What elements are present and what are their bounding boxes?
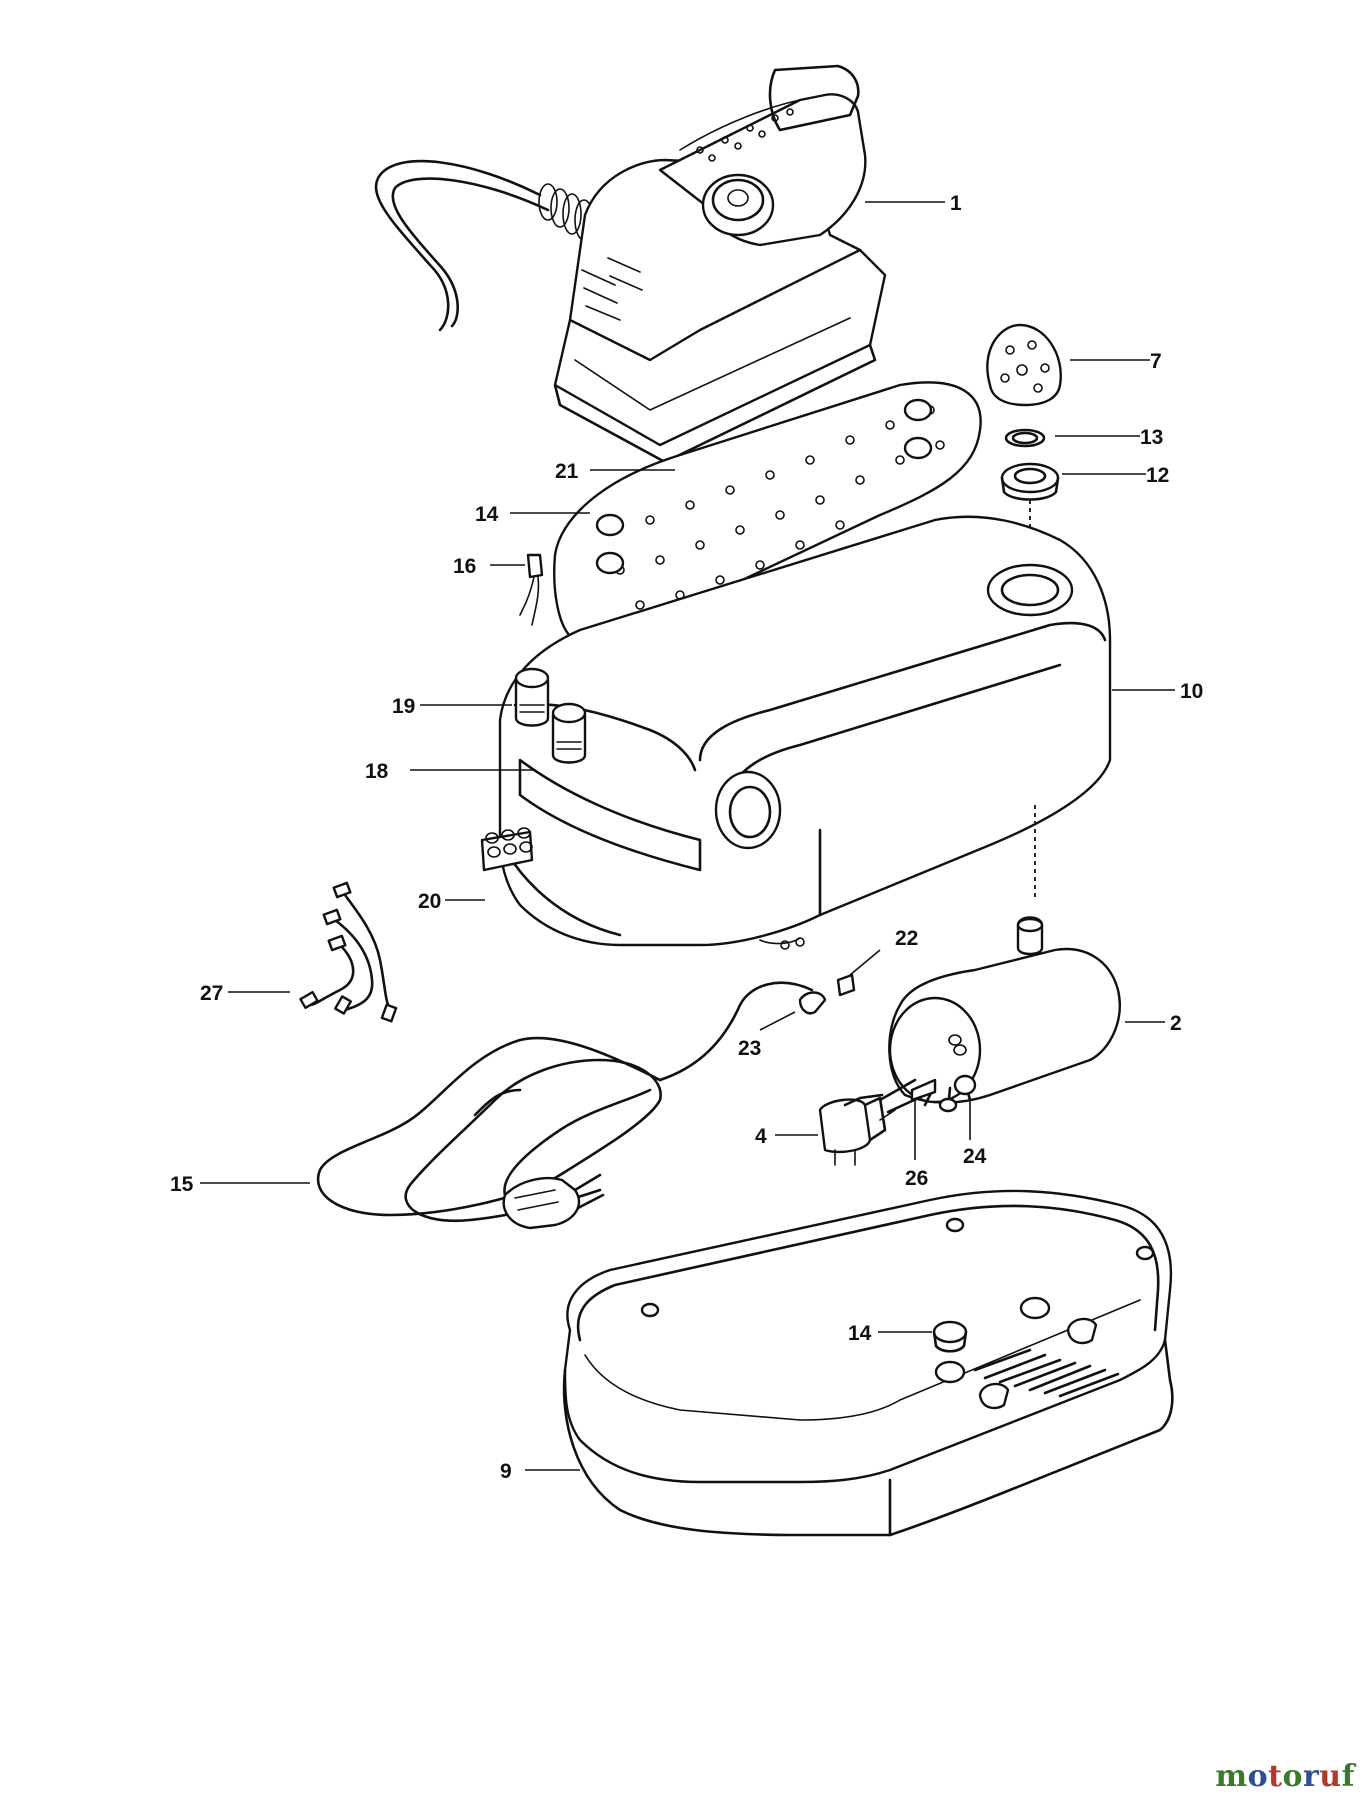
cable-clips	[798, 973, 856, 1015]
callout-14a: 14	[475, 503, 499, 526]
callout-9: 9	[500, 1460, 512, 1483]
watermark-letter: o	[1247, 1759, 1269, 1794]
watermark-letter: m	[1215, 1759, 1248, 1794]
terminal-block	[480, 827, 534, 872]
callout-10: 10	[1180, 680, 1203, 703]
leader-lines	[200, 201, 1175, 1471]
switches	[514, 667, 587, 764]
watermark-text: motoruf	[1215, 1759, 1355, 1794]
callout-24: 24	[963, 1145, 987, 1168]
filler-cap-assembly	[986, 323, 1062, 568]
watermark-letter: r	[1302, 1759, 1320, 1794]
callout-19: 19	[392, 695, 415, 718]
callout-12: 12	[1146, 464, 1169, 487]
callout-2: 2	[1170, 1012, 1182, 1035]
main-housing	[498, 515, 1112, 950]
callout-4: 4	[755, 1125, 767, 1148]
boiler-tank	[888, 916, 1121, 1113]
wire-harness	[299, 881, 398, 1023]
callout-15: 15	[170, 1173, 194, 1196]
part-callouts: 1 7 13 12 21 14 16 10 19 18 20 22 27 2 2…	[170, 192, 1203, 1483]
callout-27: 27	[200, 982, 223, 1005]
callout-23: 23	[738, 1037, 761, 1060]
callout-26: 26	[905, 1167, 928, 1190]
callout-18: 18	[365, 760, 389, 783]
watermark-letter: f	[1341, 1759, 1355, 1794]
callout-16: 16	[453, 555, 476, 578]
callout-14b: 14	[848, 1322, 872, 1345]
callout-20: 20	[418, 890, 441, 913]
callout-1: 1	[950, 192, 962, 215]
steam-iron	[374, 64, 887, 464]
indicator-lamp	[519, 553, 544, 626]
mains-cable	[316, 981, 814, 1230]
watermark-letter: o	[1282, 1759, 1303, 1794]
callout-13: 13	[1140, 426, 1163, 449]
watermark-letter: t	[1268, 1759, 1283, 1794]
callout-21: 21	[555, 460, 579, 483]
watermark-letter: u	[1319, 1759, 1342, 1794]
callout-22: 22	[895, 927, 918, 950]
callout-7: 7	[1150, 350, 1162, 373]
thermostat-unit	[818, 1078, 937, 1166]
base-tray	[562, 1189, 1174, 1537]
watermark-logo: motoruf	[1215, 1759, 1355, 1794]
